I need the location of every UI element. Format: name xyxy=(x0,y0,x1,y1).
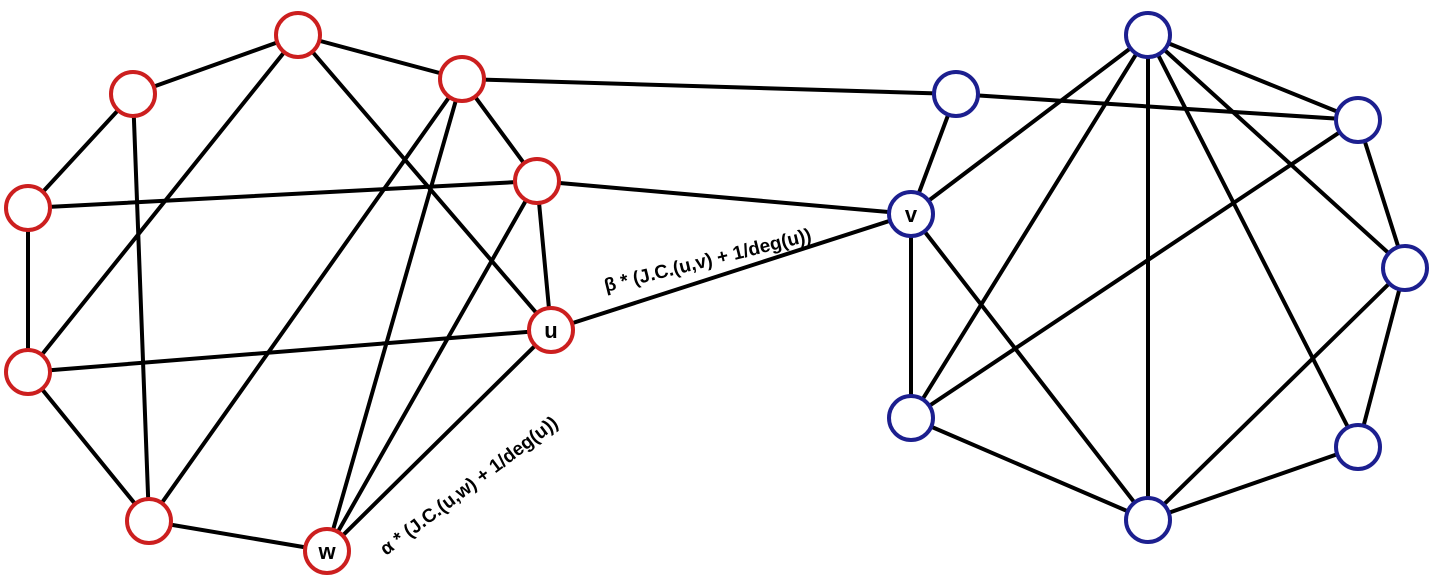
edge-L3-L4 xyxy=(26,33,300,374)
edge-u-w xyxy=(325,328,553,553)
edge-v-R2 xyxy=(909,33,1150,216)
edge-L6-L3 xyxy=(131,33,300,96)
edge-R5-R6 xyxy=(1146,266,1407,522)
edge-R2-R5 xyxy=(1146,33,1407,270)
node-R1 xyxy=(932,70,980,118)
edge-v-R6 xyxy=(909,212,1150,522)
node-label-w: w xyxy=(317,539,336,564)
node-R3 xyxy=(887,394,935,442)
edge-L2-w xyxy=(325,77,464,553)
nodes-layer: u w v xyxy=(4,11,1429,575)
node-L6 xyxy=(109,70,157,118)
edge-L6-L7 xyxy=(131,92,151,523)
node-R4 xyxy=(1334,96,1382,144)
node-v xyxy=(887,190,935,238)
node-L2 xyxy=(438,55,486,103)
node-u xyxy=(527,306,575,354)
edge-label-u-w: α * (J.C.(u,w) + 1/deg(u)) xyxy=(376,413,562,560)
edge-R2-R4 xyxy=(1146,33,1360,122)
edge-w-L5 xyxy=(325,179,539,553)
edge-L7-w xyxy=(147,519,329,553)
edge-L4-L7 xyxy=(26,370,151,523)
edge-L3-u xyxy=(296,33,553,332)
edge-L1-L5 xyxy=(26,179,539,210)
node-label-v: v xyxy=(905,202,918,227)
node-R5 xyxy=(1381,244,1429,292)
edge-R2-R3 xyxy=(909,33,1150,420)
edge-labels-layer: β * (J.C.(u,v) + 1/deg(u)) α * (J.C.(u,w… xyxy=(376,225,813,560)
edge-R5-R7 xyxy=(1356,266,1407,449)
edge-L4-u xyxy=(26,328,553,374)
node-L5 xyxy=(513,157,561,205)
node-L1 xyxy=(4,184,52,232)
node-R2 xyxy=(1124,11,1172,59)
edges-layer xyxy=(26,33,1407,553)
edge-R3-R6 xyxy=(909,416,1150,522)
edge-R6-R7 xyxy=(1146,445,1360,522)
edge-L3-L2 xyxy=(296,33,464,81)
edge-L2-L7 xyxy=(147,77,464,523)
edge-label-u-v: β * (J.C.(u,v) + 1/deg(u)) xyxy=(602,225,813,297)
edge-R3-R4 xyxy=(909,118,1360,420)
node-w xyxy=(303,527,351,575)
node-R6 xyxy=(1124,496,1172,544)
edge-u-v xyxy=(549,212,913,332)
edge-R2-R7 xyxy=(1146,33,1360,449)
node-L7 xyxy=(125,497,173,545)
edge-L1-L6 xyxy=(26,92,135,210)
node-L4 xyxy=(4,348,52,396)
node-L3 xyxy=(274,11,322,59)
edge-R1-R4 xyxy=(954,92,1360,122)
edge-L5-v xyxy=(535,179,913,216)
node-label-u: u xyxy=(544,318,557,343)
edge-L5-u xyxy=(535,179,553,332)
edge-R4-R5 xyxy=(1356,118,1407,270)
edge-L2-R1 xyxy=(460,77,958,96)
node-R7 xyxy=(1334,423,1382,471)
